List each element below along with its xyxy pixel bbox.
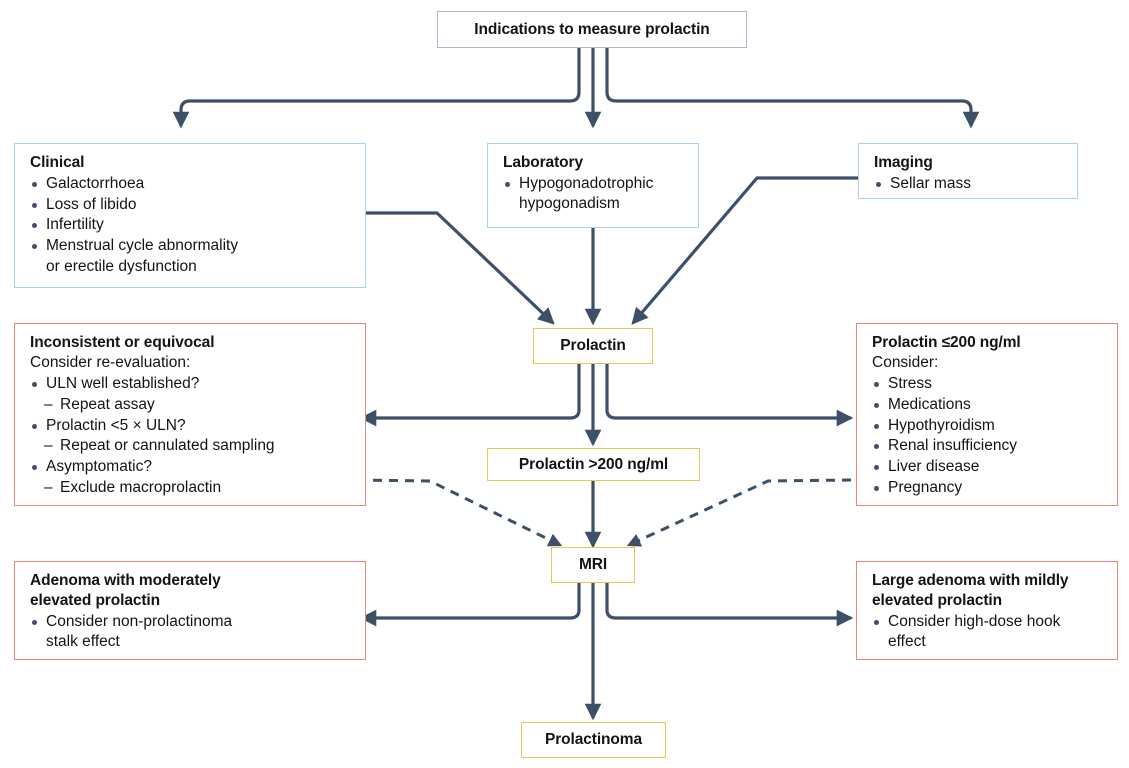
node-title: Prolactin >200 ng/ml [518, 455, 669, 473]
node-title: Prolactinoma [545, 731, 642, 749]
prolactin-le-200-list: Stress Medications Hypothyroidism Renal … [872, 374, 1104, 498]
node-prolactin-gt-200[interactable]: Prolactin >200 ng/ml [487, 448, 700, 481]
node-title-line1: Adenoma with moderately [30, 572, 221, 589]
node-title-line2: elevated prolactin [30, 591, 160, 609]
list-item: Exclude macroprolactin [30, 478, 352, 499]
list-item-line2: stalk effect [46, 632, 120, 650]
node-prolactinoma[interactable]: Prolactinoma [521, 722, 666, 758]
list-item-line1: Hypogonadotrophic [519, 174, 654, 192]
node-laboratory[interactable]: Laboratory Hypogonadotrophic hypogonadis… [487, 143, 699, 228]
node-prolactin[interactable]: Prolactin [533, 328, 653, 364]
list-item: Loss of libido [30, 195, 352, 215]
node-subtitle: Consider: [872, 353, 939, 371]
list-item: Prolactin <5 × ULN? [30, 416, 352, 436]
node-title: MRI [578, 556, 608, 574]
node-imaging[interactable]: Imaging Sellar mass [858, 143, 1078, 199]
list-item: Menstrual cycle abnormality or erectile … [30, 236, 352, 277]
node-title: Prolactin ≤200 ng/ml [872, 334, 1021, 351]
clinical-list: Galactorrhoea Loss of libido Infertility… [30, 174, 352, 277]
node-title: Clinical [30, 154, 85, 171]
node-title: Inconsistent or equivocal [30, 334, 215, 351]
list-item: Consider high-dose hook effect [872, 612, 1104, 653]
node-inconsistent-or-equivocal[interactable]: Inconsistent or equivocal Consider re-ev… [14, 323, 366, 506]
node-indications-root[interactable]: Indications to measure prolactin [437, 11, 747, 48]
list-item: Hypothyroidism [872, 416, 1104, 436]
list-item-line2: hypogonadism [519, 195, 620, 213]
node-prolactin-le-200[interactable]: Prolactin ≤200 ng/ml Consider: Stress Me… [856, 323, 1118, 506]
node-title: Imaging [874, 154, 933, 171]
list-item-line2: or erectile dysfunction [46, 257, 197, 275]
list-item: Renal insufficiency [872, 436, 1104, 456]
node-title: Laboratory [503, 154, 583, 171]
node-large-adenoma-mildly-elevated[interactable]: Large adenoma with mildly elevated prola… [856, 561, 1118, 660]
laboratory-list: Hypogonadotrophic hypogonadism [503, 174, 685, 215]
adenoma-moderate-list: Consider non-prolactinoma stalk effect [30, 612, 352, 653]
node-title-line1: Large adenoma with mildly [872, 572, 1069, 589]
list-item: Hypogonadotrophic hypogonadism [503, 174, 685, 215]
list-item-line1: Menstrual cycle abnormality [46, 237, 239, 255]
imaging-list: Sellar mass [874, 174, 1064, 194]
list-item: Pregnancy [872, 478, 1104, 498]
adenoma-large-list: Consider high-dose hook effect [872, 612, 1104, 653]
node-subtitle: Consider re-evaluation: [30, 353, 191, 371]
list-item: Consider non-prolactinoma stalk effect [30, 612, 352, 653]
list-item: Liver disease [872, 457, 1104, 477]
list-item-line1: Consider non-prolactinoma [46, 612, 233, 630]
node-title: Indications to measure prolactin [474, 20, 710, 38]
list-item: Galactorrhoea [30, 174, 352, 194]
list-item: Repeat or cannulated sampling [30, 436, 352, 457]
list-item-line2: effect [888, 632, 926, 650]
node-title-line2: elevated prolactin [872, 591, 1002, 609]
list-item: Asymptomatic? [30, 457, 352, 477]
node-clinical[interactable]: Clinical Galactorrhoea Loss of libido In… [14, 143, 366, 288]
list-item: Repeat assay [30, 395, 352, 416]
list-item-line1: Consider high-dose hook [888, 612, 1061, 630]
node-adenoma-moderately-elevated[interactable]: Adenoma with moderately elevated prolact… [14, 561, 366, 660]
list-item: ULN well established? [30, 374, 352, 394]
node-mri[interactable]: MRI [551, 547, 635, 583]
node-title: Prolactin [560, 337, 626, 355]
list-item: Stress [872, 374, 1104, 394]
list-item: Medications [872, 395, 1104, 415]
inconsistent-list: ULN well established? Repeat assay Prola… [30, 374, 352, 499]
list-item: Sellar mass [874, 174, 1064, 194]
list-item: Infertility [30, 215, 352, 235]
